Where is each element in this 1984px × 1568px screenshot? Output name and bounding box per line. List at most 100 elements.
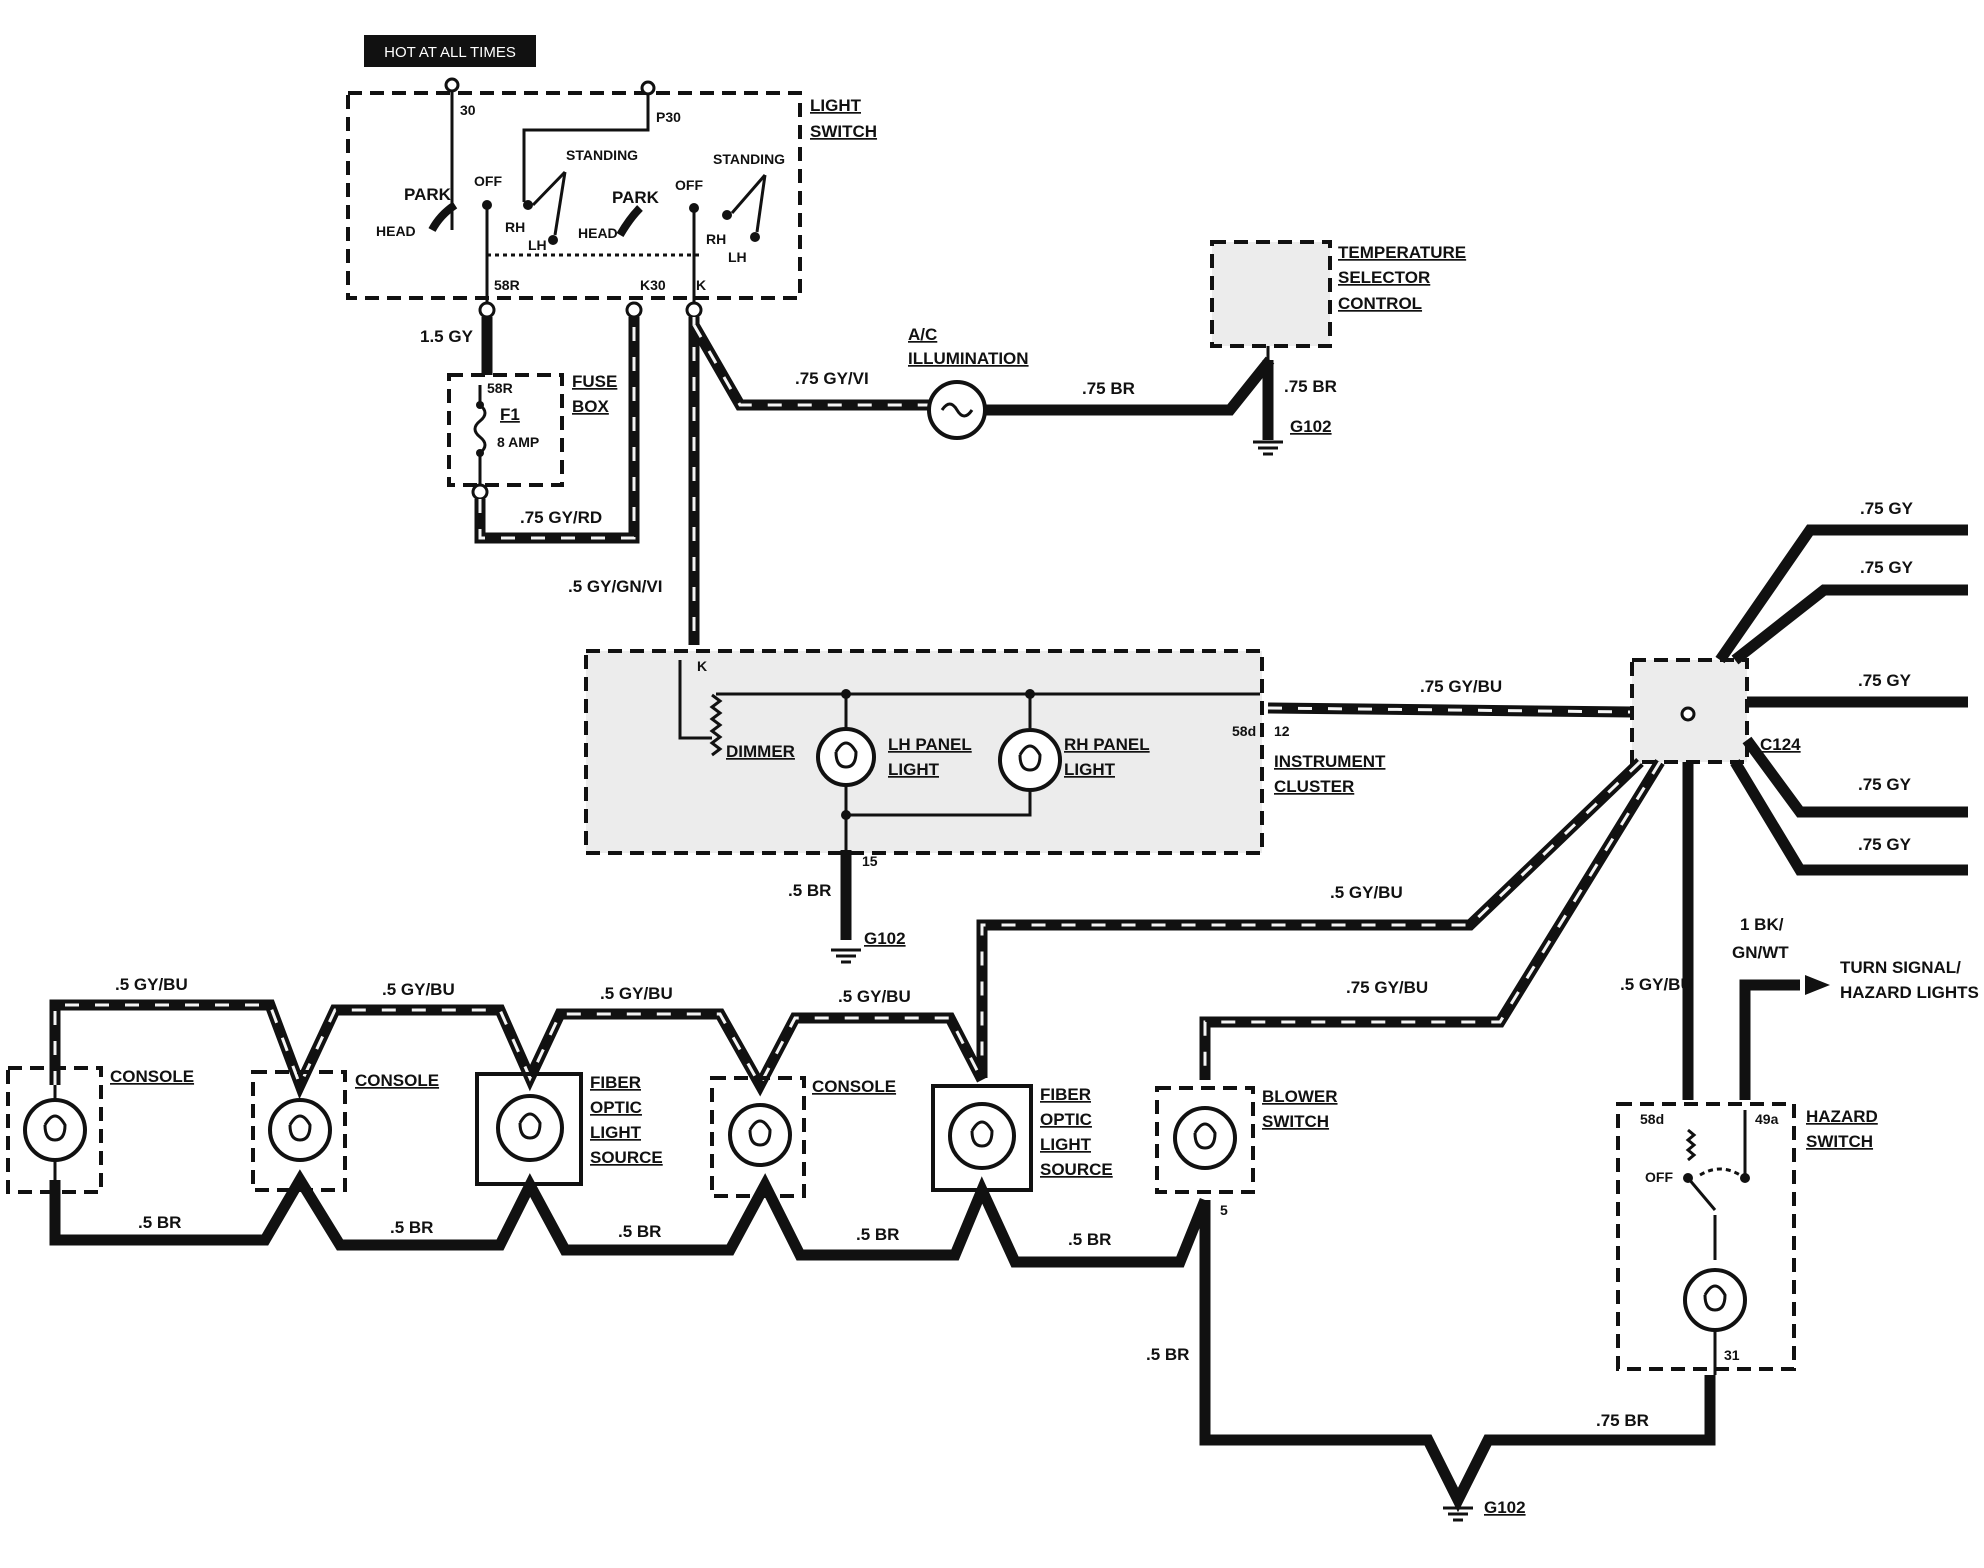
light-switch <box>346 77 802 319</box>
label-standing-1: STANDING <box>566 147 638 163</box>
wire-1-bk-gn-wt <box>1739 979 1800 1100</box>
ground-label-3: G102 <box>1484 1498 1526 1517</box>
lh-panel-light-2: LIGHT <box>888 760 940 779</box>
fiber-2-label-1: FIBER <box>1040 1085 1091 1104</box>
wire-label-5-gy-bu-hazard: .5 GY/BU <box>1620 975 1693 994</box>
wire-label-5-br-cluster: .5 BR <box>788 881 831 900</box>
fuse-box-title-2: BOX <box>572 397 610 416</box>
wire-label-75-gy-rd: .75 GY/RD <box>520 508 602 527</box>
hazard-switch-title-1: HAZARD <box>1806 1107 1878 1126</box>
wire-label-5-gy-bu-fiber2: .5 GY/BU <box>1330 883 1403 902</box>
wire-label-75-gy-bu-c124: .75 GY/BU <box>1420 677 1502 696</box>
ac-illumination-bulb <box>927 356 1275 440</box>
wire-75-gy-vi <box>689 322 935 411</box>
term-k: K <box>696 277 706 293</box>
fiber-2-label-4: SOURCE <box>1040 1160 1113 1179</box>
temp-selector-title-3: CONTROL <box>1338 294 1422 313</box>
console-2 <box>251 1070 347 1192</box>
c124-label: C124 <box>1760 735 1801 754</box>
blower-switch-label-1: BLOWER <box>1262 1087 1338 1106</box>
label-standing-2: STANDING <box>713 151 785 167</box>
blower-switch <box>1155 1086 1255 1194</box>
term-30: 30 <box>460 102 476 118</box>
fuse-rating: 8 AMP <box>497 434 539 450</box>
label-park-2: PARK <box>612 188 660 207</box>
fiber-optic-light-source-1 <box>475 1072 583 1186</box>
console-2-label: CONSOLE <box>355 1071 439 1090</box>
fuse-f1: F1 <box>500 405 520 424</box>
fiber-2-label-2: OPTIC <box>1040 1110 1092 1129</box>
label-head-2: HEAD <box>578 225 618 241</box>
wire-label-5-gy-gn-vi: .5 GY/GN/VI <box>568 577 662 596</box>
fuse-term-58r: 58R <box>487 380 513 396</box>
hazard-switch <box>1616 1102 1796 1375</box>
wire-label-5-br-a: .5 BR <box>138 1213 181 1232</box>
console-3 <box>710 1076 806 1198</box>
wire-label-75-gy-2: .75 GY <box>1860 558 1914 577</box>
lh-panel-light-1: LH PANEL <box>888 735 972 754</box>
rh-panel-light-2: LIGHT <box>1064 760 1116 779</box>
ground-symbol-3 <box>1443 1506 1473 1522</box>
wire-chain-br <box>49 1169 1211 1268</box>
label-lh-1: LH <box>528 237 547 253</box>
hot-at-all-times-banner <box>364 35 536 67</box>
label-lh-2: LH <box>728 249 747 265</box>
fiber-1-label-2: OPTIC <box>590 1098 642 1117</box>
light-switch-title-1: LIGHT <box>810 96 862 115</box>
ground-label-2: G102 <box>864 929 906 948</box>
label-off-1: OFF <box>474 173 502 189</box>
console-3-label: CONSOLE <box>812 1077 896 1096</box>
wire-label-75-br-temp: .75 BR <box>1284 377 1337 396</box>
wire-label-5-br-d: .5 BR <box>856 1225 899 1244</box>
hazard-switch-title-2: SWITCH <box>1806 1132 1873 1151</box>
cluster-term-12: 12 <box>1274 723 1290 739</box>
fiber-1-label-3: LIGHT <box>590 1123 642 1142</box>
hazard-term-31: 31 <box>1724 1347 1740 1363</box>
turn-signal-arrow <box>1805 975 1830 995</box>
hazard-term-49a: 49a <box>1755 1111 1779 1127</box>
blower-switch-label-2: SWITCH <box>1262 1112 1329 1131</box>
blower-term-5: 5 <box>1220 1202 1228 1218</box>
label-rh-1: RH <box>505 219 525 235</box>
temp-selector-title-1: TEMPERATURE <box>1338 243 1466 262</box>
wire-75-gy-rd <box>474 317 640 544</box>
ac-illumination-title-1: A/C <box>908 325 937 344</box>
label-off-2: OFF <box>675 177 703 193</box>
fiber-2-label-3: LIGHT <box>1040 1135 1092 1154</box>
hazard-term-58d: 58d <box>1640 1111 1664 1127</box>
fuse-box-title-1: FUSE <box>572 372 617 391</box>
cluster-term-15: 15 <box>862 853 878 869</box>
wire-label-75-gy-bu-blower: .75 GY/BU <box>1346 978 1428 997</box>
wire-label-5-gy-bu-d: .5 GY/BU <box>838 987 911 1006</box>
wire-label-5-gy-bu-c: .5 GY/BU <box>600 984 673 1003</box>
wire-ground-main <box>1199 1200 1716 1513</box>
wire-label-75-gy-5: .75 GY <box>1858 835 1912 854</box>
wire-label-75-br-ac: .75 BR <box>1082 379 1135 398</box>
fiber-1-label-4: SOURCE <box>590 1148 663 1167</box>
ac-illumination-title-2: ILLUMINATION <box>908 349 1029 368</box>
wire-label-5-gy-bu-a: .5 GY/BU <box>115 975 188 994</box>
instrument-cluster-title-1: INSTRUMENT <box>1274 752 1386 771</box>
wire-label-75-gy-4: .75 GY <box>1858 775 1912 794</box>
c124-output-wires <box>1715 524 1968 876</box>
hazard-off-label: OFF <box>1645 1169 1673 1185</box>
ground-symbol-1 <box>1253 440 1283 456</box>
fuse-box <box>447 373 564 501</box>
temperature-selector-box <box>1210 240 1332 348</box>
wire-label-1-bk: 1 BK/ <box>1740 915 1784 934</box>
ground-label-1: G102 <box>1290 417 1332 436</box>
wire-label-5-gy-bu-b: .5 GY/BU <box>382 980 455 999</box>
wire-label-1-5-gy: 1.5 GY <box>420 327 474 346</box>
turn-signal-label-1: TURN SIGNAL/ <box>1840 958 1961 977</box>
wire-label-5-br-ground: .5 BR <box>1146 1345 1189 1364</box>
cluster-term-k: K <box>697 658 707 674</box>
ground-symbol-2 <box>831 948 861 964</box>
wire-label-5-br-c: .5 BR <box>618 1222 661 1241</box>
turn-signal-label-2: HAZARD LIGHTS <box>1840 983 1979 1002</box>
term-p30: P30 <box>656 109 681 125</box>
instrument-cluster-title-2: CLUSTER <box>1274 777 1354 796</box>
wire-label-75-gy-1: .75 GY <box>1860 499 1914 518</box>
instrument-cluster <box>584 649 1264 855</box>
c124-connector <box>1630 658 1749 764</box>
